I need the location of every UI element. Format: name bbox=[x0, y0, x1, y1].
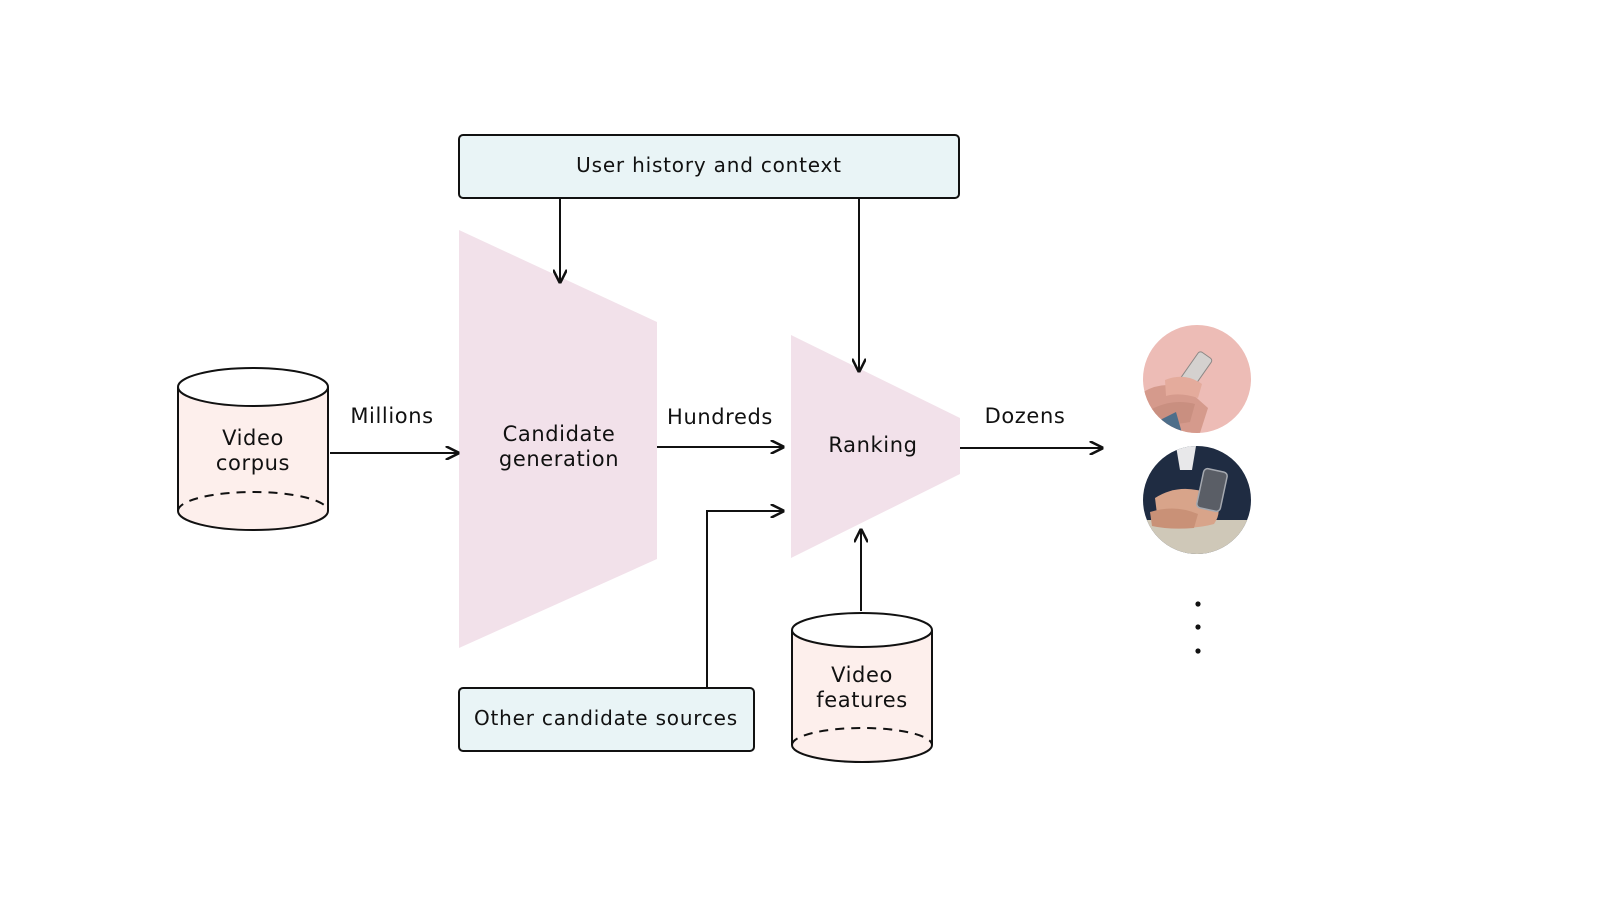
user-history-box bbox=[458, 134, 960, 199]
candidate-generation-label-line2: generation bbox=[499, 447, 619, 471]
candidate-generation-funnel bbox=[459, 230, 657, 648]
other-sources-label: Other candidate sources bbox=[474, 706, 738, 730]
video-features-label-line1: Video bbox=[831, 663, 893, 687]
phone-hands-dark-image bbox=[1143, 446, 1251, 554]
arrow-other-sources-to-ranking bbox=[706, 511, 783, 687]
user-history-label: User history and context bbox=[576, 153, 842, 177]
video-corpus-label-line2: corpus bbox=[216, 451, 290, 475]
other-sources-box bbox=[458, 687, 755, 752]
vertical-ellipsis-icon bbox=[1195, 601, 1201, 654]
video-features-cylinder bbox=[791, 612, 933, 763]
phone-hands-pink-image bbox=[1143, 325, 1251, 433]
millions-label: Millions bbox=[350, 404, 433, 428]
video-corpus-cylinder bbox=[177, 367, 329, 531]
ranking-label: Ranking bbox=[828, 433, 917, 457]
hundreds-label: Hundreds bbox=[667, 405, 773, 429]
dozens-label: Dozens bbox=[985, 404, 1066, 428]
video-corpus-label-line1: Video bbox=[222, 426, 284, 450]
ranking-funnel bbox=[791, 335, 960, 558]
candidate-generation-label-line1: Candidate bbox=[503, 422, 616, 446]
video-features-label-line2: features bbox=[816, 688, 908, 712]
